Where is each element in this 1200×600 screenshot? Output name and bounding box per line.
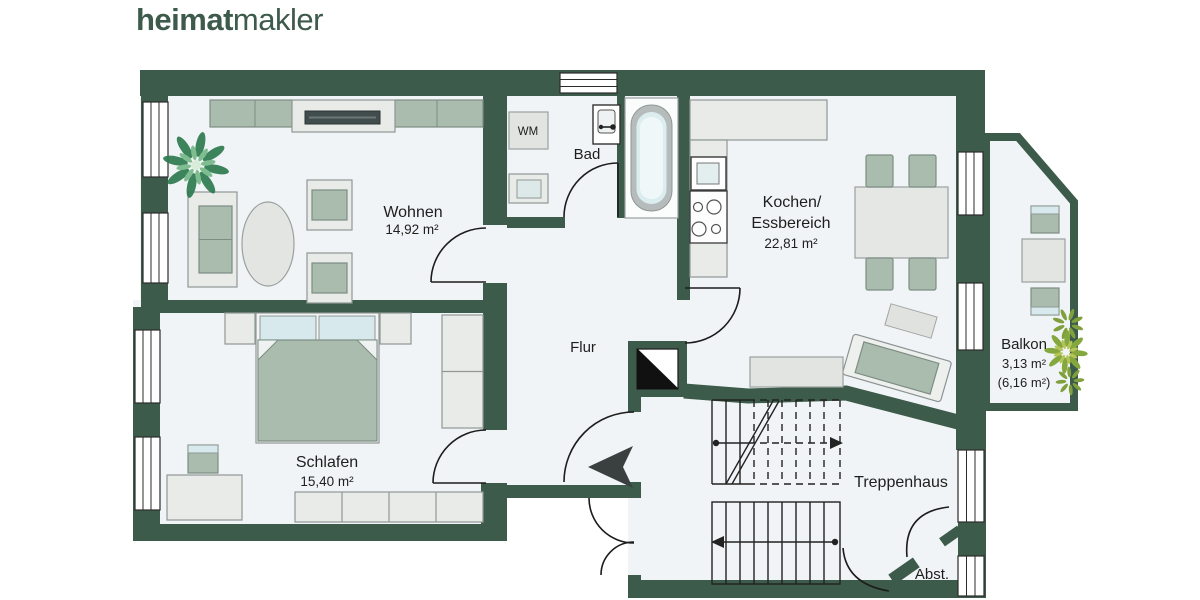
armchair — [306, 179, 353, 231]
kitchen-counter-top — [689, 99, 828, 141]
bedroom-window-1 — [134, 329, 161, 404]
stairwell-window-1 — [957, 449, 985, 523]
label-flur: Flur — [570, 339, 596, 356]
wardrobe — [441, 314, 484, 429]
toilet — [592, 104, 621, 145]
label-bad: Bad — [574, 146, 601, 163]
bedroom-furniture — [166, 312, 484, 523]
nightstand — [224, 312, 256, 345]
armchair — [306, 252, 353, 304]
sofa — [187, 191, 238, 288]
abst-wall-stub — [939, 525, 963, 547]
label-washing-machine: WM — [518, 126, 538, 138]
wardrobe-row — [294, 491, 484, 523]
kitchen-furniture — [689, 99, 952, 403]
label-balkon: Balkon — [1001, 336, 1047, 353]
desk-chair — [187, 444, 219, 474]
apartment-entry-door — [563, 411, 635, 488]
desk — [166, 474, 243, 521]
sideboard — [209, 99, 293, 128]
label-balkon-area: 3,13 m² — [1002, 356, 1047, 371]
label-wohnen-area: 14,92 m² — [385, 222, 439, 237]
windows — [134, 72, 985, 597]
label-kochen-area: 22,81 m² — [764, 236, 818, 251]
entry-arrow-icon — [588, 446, 633, 488]
label-treppenhaus: Treppenhaus — [854, 474, 948, 491]
coffee-table — [241, 201, 295, 287]
shaft-symbol — [636, 348, 679, 390]
stove — [689, 190, 728, 244]
kitchen-sofa — [842, 333, 952, 403]
abst-wall-stub — [888, 557, 920, 585]
pillow — [318, 315, 376, 341]
double-bed — [255, 312, 380, 444]
storage-doors — [842, 506, 950, 592]
kitchen-diagonal-wall — [683, 383, 960, 430]
bathroom-fixtures — [508, 97, 679, 219]
nightstand — [379, 312, 412, 345]
bench — [749, 356, 844, 388]
label-balkon-area-total: (6,16 m²) — [998, 375, 1051, 390]
living-window-1 — [142, 101, 169, 178]
sideboard — [394, 99, 484, 128]
bathroom-door — [563, 162, 619, 218]
sink — [508, 173, 549, 204]
label-schlafen-area: 15,40 m² — [300, 474, 354, 489]
label-abstellraum: Abst. — [915, 566, 949, 583]
side-table — [884, 303, 938, 339]
balcony-chair — [1030, 205, 1060, 234]
room-labels: Wohnen 14,92 m² Schlafen 15,40 m² Bad Fl… — [296, 126, 1051, 583]
dining-chair — [865, 257, 894, 291]
label-schlafen: Schlafen — [296, 454, 358, 471]
staircase-up — [711, 399, 843, 485]
balcony-chair — [1030, 287, 1060, 316]
living-room-furniture — [156, 99, 484, 304]
bath-window — [559, 72, 618, 94]
stairs-up-arrow-icon — [830, 437, 843, 449]
washing-machine — [508, 111, 549, 150]
dining-chair — [908, 154, 937, 188]
balcony-table — [1021, 238, 1066, 283]
dining-chair — [865, 154, 894, 188]
balcony-door-glass-2 — [957, 282, 984, 351]
brand-logo: heimatmakler — [136, 2, 323, 38]
living-window-2 — [142, 212, 169, 284]
doors — [430, 162, 950, 592]
pillow — [259, 315, 317, 341]
balcony-furniture — [1021, 205, 1091, 402]
bedroom-door — [432, 429, 487, 484]
kitchen-door — [684, 287, 741, 344]
oven — [690, 156, 727, 191]
bedroom-window-2 — [134, 436, 161, 511]
landing-double-door — [588, 497, 635, 576]
dining-table — [854, 186, 949, 259]
plant — [156, 125, 236, 205]
label-kochen-line2: Essbereich — [751, 215, 830, 232]
dining-chair — [908, 257, 937, 291]
stairwell-window-2 — [957, 555, 985, 597]
stairs-down-arrow-icon — [711, 536, 724, 548]
staircase-down — [711, 501, 841, 585]
logo-light: makler — [232, 2, 324, 37]
living-room-door — [430, 227, 487, 283]
balcony-door-glass-1 — [957, 151, 984, 216]
logo-bold: heimat — [136, 2, 233, 37]
label-kochen-line1: Kochen/ — [763, 194, 822, 211]
bathtub — [624, 97, 679, 219]
label-wohnen: Wohnen — [383, 204, 442, 221]
